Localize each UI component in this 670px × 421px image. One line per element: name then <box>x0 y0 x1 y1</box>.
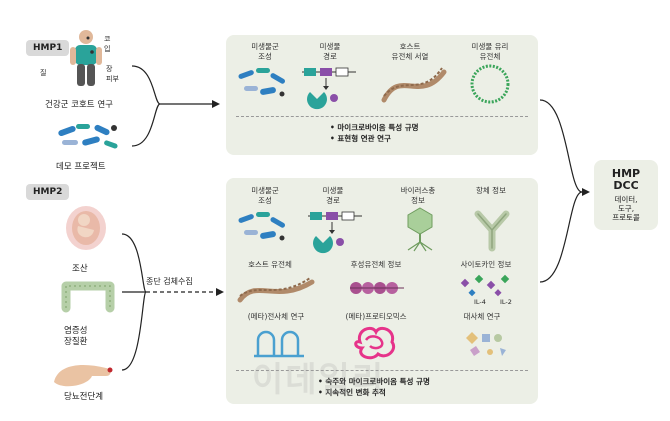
finger-blood-icon <box>54 364 113 387</box>
hmp1-divider <box>236 116 528 117</box>
hmp1-connector <box>131 65 220 147</box>
epigenome-icon <box>350 282 404 294</box>
hmp2-connector <box>121 233 224 371</box>
hmp-dcc-box: HMP DCC 데이터, 도구, 프로토콜 <box>594 160 658 230</box>
body-part-skin: 피부 <box>106 75 119 83</box>
ibd-label: 염증성 장질환 <box>64 326 88 347</box>
hmp2-item-transcriptome: (메타)전사체 연구 <box>247 312 305 321</box>
hmp1-tag: HMP1 <box>26 40 70 56</box>
hmp2-bullet-1: 숙주와 마이크로바이옴 특성 규명 <box>318 376 429 387</box>
hmp1-item-host-genome: 호스트 유전체 서열 <box>391 42 429 61</box>
hmp1-bullet-2: 표현형 연관 연구 <box>330 133 419 144</box>
hmp2-tag: HMP2 <box>26 184 70 200</box>
bacteria-cluster-icon <box>58 124 118 149</box>
microbe-composition-icon <box>238 68 286 97</box>
longitudinal-sampling-label: 종단 검체수집 <box>146 277 193 286</box>
hmp2-item-composition: 미생물군 조성 <box>251 186 279 205</box>
host-genome-icon <box>381 67 447 103</box>
hmp2-item-pathway: 미생물 경로 <box>322 186 344 205</box>
dcc-connector <box>539 99 590 283</box>
demo-label: 데모 프로젝트 <box>56 162 106 172</box>
body-part-vagina: 질 <box>40 69 47 77</box>
hmp2-item-metabolome: 대사체 연구 <box>463 312 501 321</box>
hmp2-item-host-genome: 호스트 유전체 <box>248 260 292 269</box>
hmp1-bullets: 마이크로바이옴 특성 규명 표현형 연관 연구 <box>330 122 419 144</box>
prediabetes-label: 당뇨전단계 <box>64 392 104 402</box>
watermark: 이데일리 <box>252 360 386 400</box>
human-figure-icon <box>70 30 102 86</box>
virus-icon <box>407 207 433 252</box>
cohort-label: 건강군 코호트 연구 <box>45 100 113 110</box>
free-genome-icon <box>470 64 510 104</box>
antibody-icon <box>474 210 510 252</box>
hmp2-divider <box>236 370 528 371</box>
body-part-intestine: 장 <box>106 65 113 73</box>
preterm-label: 조산 <box>72 264 88 274</box>
hmp2-item-proteomics: (메타)프로티오믹스 <box>345 312 407 321</box>
hmp2-bullet-2: 지속적인 변화 추적 <box>318 387 430 398</box>
dcc-subtitle: 데이터, 도구, 프로토콜 <box>612 195 640 222</box>
cytokine-icon <box>460 274 510 297</box>
microbe-pathway-icon <box>302 67 356 110</box>
hmp1-item-free-genome: 미생물 유리 유전체 <box>471 42 509 61</box>
hmp2-item-antibody: 항체 정보 <box>476 186 506 195</box>
dcc-title: HMP DCC <box>611 167 641 192</box>
cytokine-il4: IL-4 <box>474 298 486 306</box>
intestine-icon <box>61 281 115 313</box>
hmp2-item-cytokine: 사이토카인 정보 <box>460 260 512 269</box>
fetus-icon <box>66 206 106 250</box>
body-part-nose: 코 <box>104 35 111 43</box>
protein-icon <box>354 326 395 360</box>
body-part-mouth: 입 <box>104 45 111 53</box>
cytokine-il2: IL-2 <box>500 298 512 306</box>
hmp1-item-pathway: 미생물 경로 <box>319 42 341 61</box>
hmp2-bullets: 숙주와 마이크로바이옴 특성 규명 지속적인 변화 추적 <box>318 376 430 398</box>
hmp2-composition-icon <box>238 212 286 241</box>
rna-hairpin-icon <box>254 330 304 358</box>
hmp2-item-epigenome: 후성유전체 정보 <box>350 260 402 269</box>
hmp2-pathway-icon <box>308 211 362 254</box>
metabolite-icon <box>466 332 506 356</box>
hmp2-item-virome: 바이러스총 정보 <box>400 186 436 205</box>
hmp1-item-composition: 미생물군 조성 <box>251 42 279 61</box>
hmp2-host-genome-icon <box>237 277 315 303</box>
hmp1-bullet-1: 마이크로바이옴 특성 규명 <box>330 122 418 133</box>
